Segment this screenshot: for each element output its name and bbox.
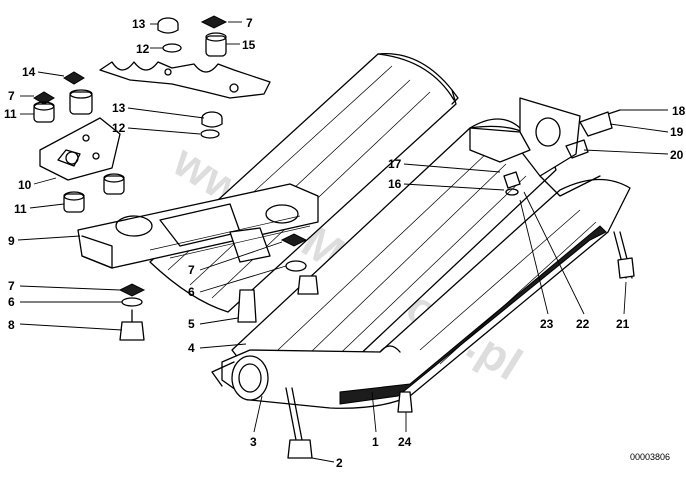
callout-13: 13 [112, 101, 126, 115]
callout-14: 14 [22, 65, 36, 79]
corrugated-bracket-part [99, 61, 271, 99]
callout-24: 24 [398, 435, 412, 449]
upper-cover-part [149, 52, 459, 313]
callout-18: 18 [672, 104, 686, 118]
callout-5: 5 [188, 317, 195, 331]
leader-lines [17, 21, 669, 463]
callout-12: 12 [112, 121, 126, 135]
callout-1: 1 [372, 435, 379, 449]
callout-15: 15 [242, 38, 256, 52]
callout-16: 16 [388, 177, 402, 191]
callout-17: 17 [388, 157, 402, 171]
callout-8: 8 [8, 318, 15, 332]
callout-2: 2 [336, 456, 343, 470]
callout-6: 6 [8, 295, 15, 309]
callout-4: 4 [188, 341, 195, 355]
callout-11: 11 [4, 107, 17, 121]
callout-7: 7 [8, 89, 15, 103]
callout-22: 22 [576, 317, 590, 331]
cross-member-part [77, 183, 319, 269]
callout-20: 20 [670, 148, 684, 162]
callout-10: 10 [18, 178, 32, 192]
callout-19: 19 [670, 125, 684, 139]
callout-7: 7 [8, 279, 15, 293]
callout-23: 23 [540, 317, 554, 331]
callout-11: 11 [14, 202, 27, 216]
hardware-parts [33, 15, 635, 459]
diagram-reference-number: 00003806 [630, 452, 670, 462]
callout-6: 6 [188, 285, 195, 299]
callout-12: 12 [136, 42, 150, 56]
bracket-part [469, 97, 601, 197]
mounting-plate-part [39, 117, 121, 181]
callout-7: 7 [246, 16, 253, 30]
callout-3: 3 [250, 435, 257, 449]
callout-7: 7 [188, 263, 195, 277]
callout-13: 13 [132, 17, 146, 31]
lower-housing-part [211, 178, 631, 409]
callout-21: 21 [616, 317, 630, 331]
callout-labels: 13 7 12 15 14 7 11 13 12 10 11 9 7 6 8 7… [4, 16, 686, 470]
callout-9: 9 [8, 234, 15, 248]
